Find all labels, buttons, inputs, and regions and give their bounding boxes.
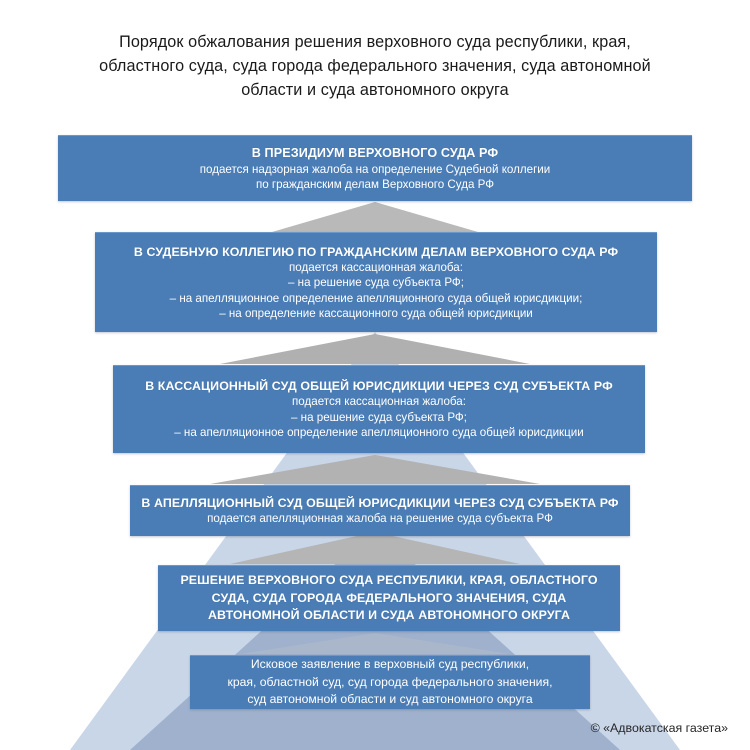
band-3-line-3: – на апелляционное определение апелляцио…: [174, 426, 584, 440]
band-6-line-2: края, областной суд, суд города федераль…: [227, 674, 553, 689]
band-2-line-2: – на решение суда субъекта РФ;: [288, 276, 464, 289]
up-arrow-icon-4: [230, 532, 520, 564]
page-title: Порядок обжалования решения верховного с…: [40, 30, 710, 102]
up-arrow-icon-5: [240, 633, 510, 654]
band-4-heading: В АПЕЛЛЯЦИОННЫЙ СУД ОБЩЕЙ ЮРИСДИКЦИИ ЧЕР…: [141, 496, 619, 511]
title-line-1: Порядок обжалования решения верховного с…: [119, 33, 631, 51]
band-decision-supreme-court-of-republic[interactable]: РЕШЕНИЕ ВЕРХОВНОГО СУДА РЕСПУБЛИКИ, КРАЯ…: [158, 565, 620, 631]
band-3-line-1: подается кассационная жалоба:: [292, 395, 466, 409]
band-appeal-court-general-jurisdiction[interactable]: В АПЕЛЛЯЦИОННЫЙ СУД ОБЩЕЙ ЮРИСДИКЦИИ ЧЕР…: [130, 485, 630, 536]
up-arrow-icon-1: [272, 202, 478, 232]
band-4-line-1: подается апелляционная жалоба на решение…: [207, 512, 553, 526]
up-arrow-icon-3: [210, 455, 540, 484]
band-6-line-3: суд автономной области и суд автономного…: [247, 692, 533, 707]
band-cassation-court-general-jurisdiction[interactable]: В КАССАЦИОННЫЙ СУД ОБЩЕЙ ЮРИСДИКЦИИ ЧЕРЕ…: [113, 365, 645, 453]
band-6-line-1: Исковое заявление в верховный суд респуб…: [250, 657, 530, 672]
band-1-line-2: по гражданским делам Верховного Суда РФ: [255, 178, 495, 191]
band-presidium-supreme-court[interactable]: В ПРЕЗИДИУМ ВЕРХОВНОГО СУДА РФ подается …: [58, 135, 692, 201]
band-2-line-3: – на апелляционное определение апелляцио…: [169, 291, 583, 305]
band-5-heading-line-3: АВТОНОМНОЙ ОБЛАСТИ И СУДА АВТОНОМНОГО ОК…: [207, 608, 571, 623]
band-3-line-2: – на решение суда субъекта РФ;: [291, 410, 467, 424]
band-5-heading-line-2: СУДА, СУДА ГОРОДА ФЕДЕРАЛЬНОГО ЗНАЧЕНИЯ,…: [211, 590, 567, 605]
band-judicial-collegium-civil-cases[interactable]: В СУДЕБНУЮ КОЛЛЕГИЮ ПО ГРАЖДАНСКИМ ДЕЛАМ…: [95, 232, 657, 332]
band-1-line-1: подается надзорная жалоба на определение…: [199, 162, 551, 176]
band-2-heading: В СУДЕБНУЮ КОЛЛЕГИЮ ПО ГРАЖДАНСКИМ ДЕЛАМ…: [133, 244, 619, 259]
band-5-heading-line-1: РЕШЕНИЕ ВЕРХОВНОГО СУДА РЕСПУБЛИКИ, КРАЯ…: [180, 573, 598, 588]
copyright-notice: © «Адвокатская газета»: [590, 721, 728, 735]
title-line-2: областного суда, суда города федеральног…: [99, 57, 651, 75]
up-arrow-icon-2: [220, 334, 530, 364]
title-line-3: области и суда автономного округа: [241, 81, 509, 99]
band-2-line-1: подается кассационная жалоба:: [289, 260, 463, 274]
band-1-heading: В ПРЕЗИДИУМ ВЕРХОВНОГО СУДА РФ: [251, 145, 499, 160]
band-2-line-4: – на определение кассационного суда обще…: [219, 307, 533, 320]
band-statement-of-claim[interactable]: Исковое заявление в верховный суд респуб…: [190, 655, 590, 709]
band-3-heading: В КАССАЦИОННЫЙ СУД ОБЩЕЙ ЮРИСДИКЦИИ ЧЕРЕ…: [145, 379, 613, 394]
